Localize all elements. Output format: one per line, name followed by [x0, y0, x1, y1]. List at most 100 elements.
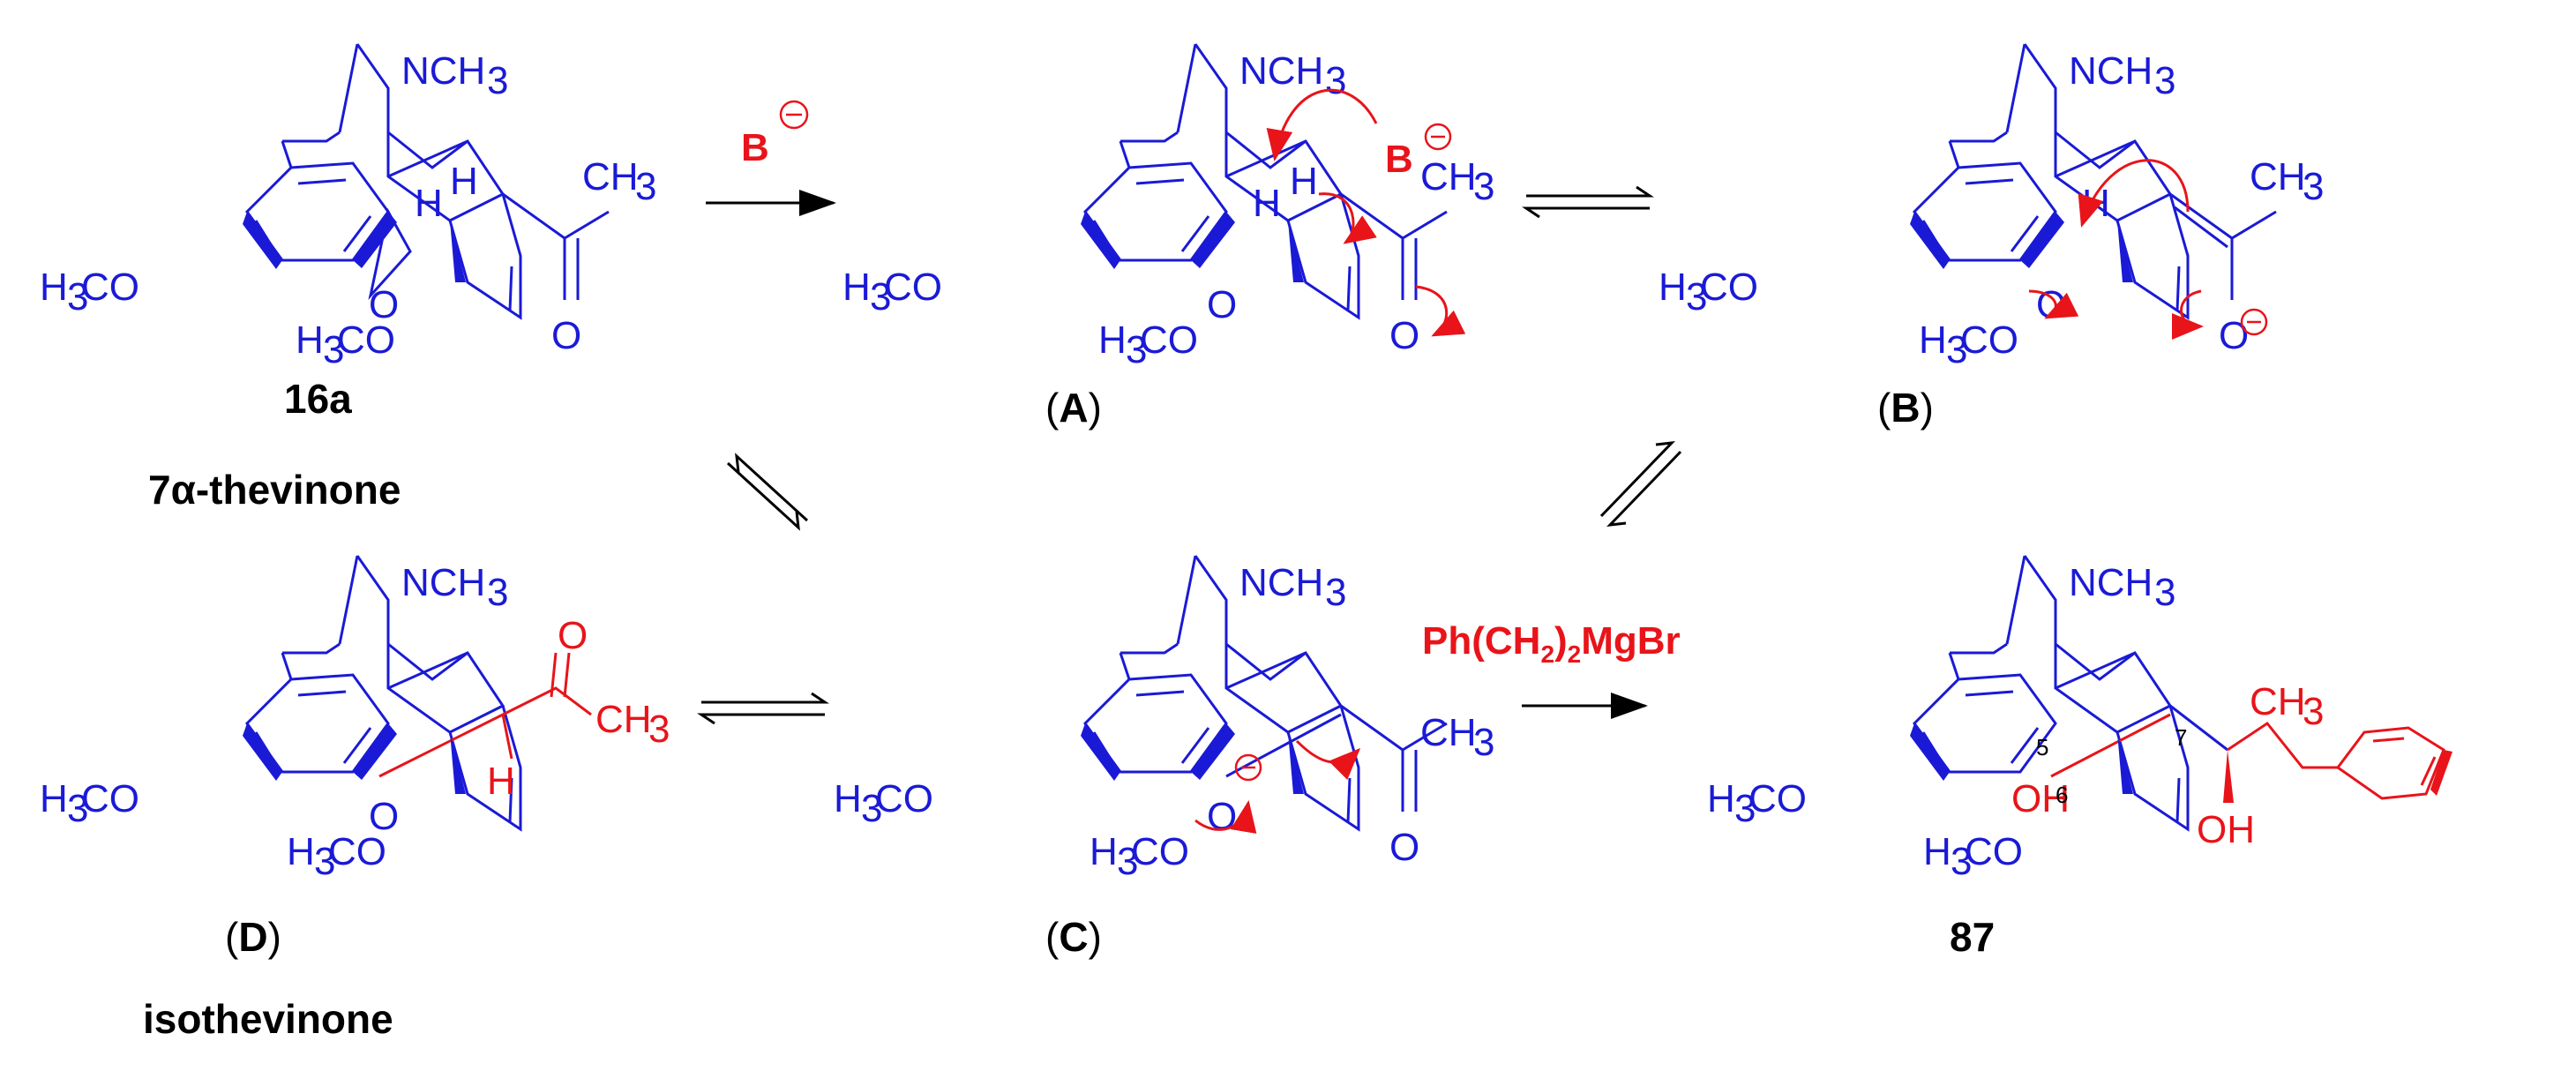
svg-text:3: 3: [67, 275, 88, 318]
svg-text:H: H: [834, 777, 862, 820]
svg-text:3: 3: [870, 275, 891, 318]
svg-text:6: 6: [2056, 782, 2068, 808]
svg-text:O: O: [2036, 283, 2066, 326]
svg-text:NCH: NCH: [2069, 561, 2153, 604]
svg-text:H: H: [487, 760, 515, 803]
svg-text:O: O: [551, 314, 581, 357]
label-C: (C): [1045, 913, 1102, 961]
label-7a-thevinone: 7α-thevinone: [148, 467, 401, 513]
paren-open: (: [1045, 385, 1060, 431]
svg-text:H: H: [296, 318, 324, 362]
svg-text:3: 3: [1325, 571, 1346, 614]
svg-text:NCH: NCH: [1239, 561, 1323, 604]
svg-text:H: H: [1659, 266, 1687, 309]
svg-text:H: H: [40, 266, 68, 309]
svg-text:3: 3: [1117, 840, 1138, 883]
label-A: (A): [1045, 384, 1102, 431]
svg-text:3: 3: [1686, 275, 1707, 318]
svg-text:3: 3: [1473, 165, 1494, 208]
svg-text:5: 5: [2036, 734, 2048, 760]
svg-text:O: O: [558, 614, 588, 657]
svg-text:H: H: [1098, 318, 1127, 362]
svg-text:3: 3: [2303, 165, 2324, 208]
paren-close: ): [1088, 914, 1102, 960]
svg-text:3: 3: [2154, 571, 2175, 614]
svg-text:3: 3: [2303, 690, 2324, 733]
label-D: (D): [225, 913, 281, 961]
svg-text:H: H: [1290, 160, 1318, 203]
svg-text:O: O: [2219, 314, 2249, 357]
svg-text:3: 3: [67, 787, 88, 830]
svg-text:H: H: [1707, 777, 1735, 820]
svg-text:3: 3: [1951, 840, 1972, 883]
svg-text:3: 3: [1325, 59, 1346, 102]
label-16a: 16a: [284, 376, 352, 422]
svg-text:CH: CH: [2250, 155, 2306, 198]
svg-text:CO: CO: [1960, 318, 2018, 362]
svg-text:H: H: [287, 830, 315, 873]
svg-text:3: 3: [1126, 328, 1147, 371]
paren-open: (: [1045, 914, 1060, 960]
label-87: 87: [1950, 914, 1996, 960]
svg-text:3: 3: [1734, 787, 1756, 830]
svg-text:CH: CH: [1420, 155, 1477, 198]
svg-text:3: 3: [1473, 721, 1494, 764]
svg-text:H: H: [1090, 830, 1118, 873]
label-B: (B): [1877, 384, 1934, 431]
svg-text:CO: CO: [81, 777, 139, 820]
svg-text:3: 3: [1946, 328, 1967, 371]
svg-text:CO: CO: [1700, 266, 1758, 309]
svg-text:3: 3: [323, 328, 344, 371]
letter-A: A: [1059, 385, 1089, 431]
svg-text:CH: CH: [582, 155, 639, 198]
svg-text:OH: OH: [2011, 777, 2070, 820]
svg-text:O: O: [369, 283, 399, 326]
svg-text:NCH: NCH: [401, 49, 485, 93]
svg-text:CO: CO: [337, 318, 395, 362]
svg-text:NCH: NCH: [2069, 49, 2153, 93]
svg-text:H: H: [1253, 182, 1281, 225]
svg-text:H: H: [415, 182, 443, 225]
paren-close: ): [1920, 385, 1934, 431]
svg-text:7: 7: [2175, 724, 2187, 751]
svg-text:3: 3: [861, 787, 882, 830]
svg-text:3: 3: [2154, 59, 2175, 102]
svg-text:O: O: [369, 795, 399, 838]
svg-text:OH: OH: [2197, 808, 2255, 851]
paren-open: (: [225, 914, 239, 960]
letter-C: C: [1059, 914, 1089, 960]
paren-close: ): [1088, 385, 1102, 431]
letter-B: B: [1891, 385, 1921, 431]
svg-text:3: 3: [487, 571, 508, 614]
svg-text:H: H: [2082, 182, 2110, 225]
svg-text:H: H: [450, 160, 478, 203]
svg-text:CO: CO: [1131, 830, 1189, 873]
svg-text:CH: CH: [2250, 680, 2306, 723]
svg-text:H: H: [1919, 318, 1947, 362]
svg-text:3: 3: [648, 708, 670, 751]
svg-text:B: B: [1385, 138, 1413, 181]
svg-text:3: 3: [635, 165, 656, 208]
svg-text:3: 3: [487, 59, 508, 102]
svg-text:NCH: NCH: [1239, 49, 1323, 93]
svg-text:CO: CO: [1140, 318, 1198, 362]
svg-text:H: H: [842, 266, 871, 309]
svg-text:CH: CH: [1420, 711, 1477, 754]
svg-text:O: O: [1207, 795, 1237, 838]
svg-text:3: 3: [314, 840, 335, 883]
svg-text:O: O: [1389, 826, 1419, 869]
label-isothevinone: isothevinone: [143, 996, 393, 1042]
svg-text:NCH: NCH: [401, 561, 485, 604]
reagent-grignard: Ph(CH2)2MgBr: [1422, 619, 1681, 668]
svg-text:O: O: [1389, 314, 1419, 357]
svg-text:CO: CO: [328, 830, 386, 873]
svg-text:CO: CO: [81, 266, 139, 309]
svg-text:O: O: [1207, 283, 1237, 326]
svg-text:CO: CO: [884, 266, 942, 309]
